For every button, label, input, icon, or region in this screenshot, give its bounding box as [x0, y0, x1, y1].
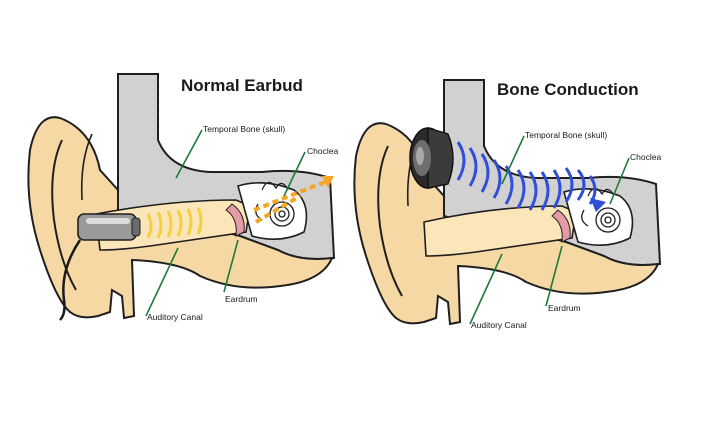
vibration-arrowhead: [590, 198, 606, 212]
sound-arrows: [253, 178, 331, 224]
label-cochlea: Choclea: [307, 146, 339, 156]
label-temporal-bone: Temporal Bone (skull): [203, 124, 286, 134]
label-auditory-canal: Auditory Canal: [147, 312, 203, 322]
outer-ear: [353, 122, 660, 326]
bone-conduction-transducer-icon: [409, 127, 454, 189]
pointer-line: [609, 157, 630, 205]
label-auditory-canal: Auditory Canal: [471, 320, 527, 330]
pointer-line: [545, 245, 563, 307]
eardrum: [551, 209, 571, 243]
sound-waves: [146, 207, 203, 239]
pointer-line: [469, 253, 503, 325]
panel-bone-conduction: [353, 79, 662, 326]
panel-title-normal-earbud: Normal Earbud: [181, 76, 303, 95]
cochlea-icon: [581, 187, 621, 233]
label-eardrum: Eardrum: [548, 303, 581, 313]
pointer-line: [283, 151, 306, 197]
panel-normal-earbud: [27, 73, 336, 321]
auditory-canal: [423, 205, 577, 257]
label-eardrum: Eardrum: [225, 294, 258, 304]
pointer-line: [223, 239, 239, 293]
bone-vibration-waves: [456, 141, 597, 211]
label-cochlea: Choclea: [630, 152, 662, 162]
eardrum: [225, 203, 245, 237]
panel-title-bone-conduction: Bone Conduction: [497, 80, 639, 99]
outer-ear: [27, 116, 334, 320]
sound-arrowhead: [322, 176, 334, 188]
label-temporal-bone: Temporal Bone (skull): [525, 130, 608, 140]
earbud-icon: [59, 213, 141, 321]
pointer-line: [501, 135, 525, 185]
pointer-line: [175, 129, 203, 179]
pointer-line: [145, 247, 179, 317]
